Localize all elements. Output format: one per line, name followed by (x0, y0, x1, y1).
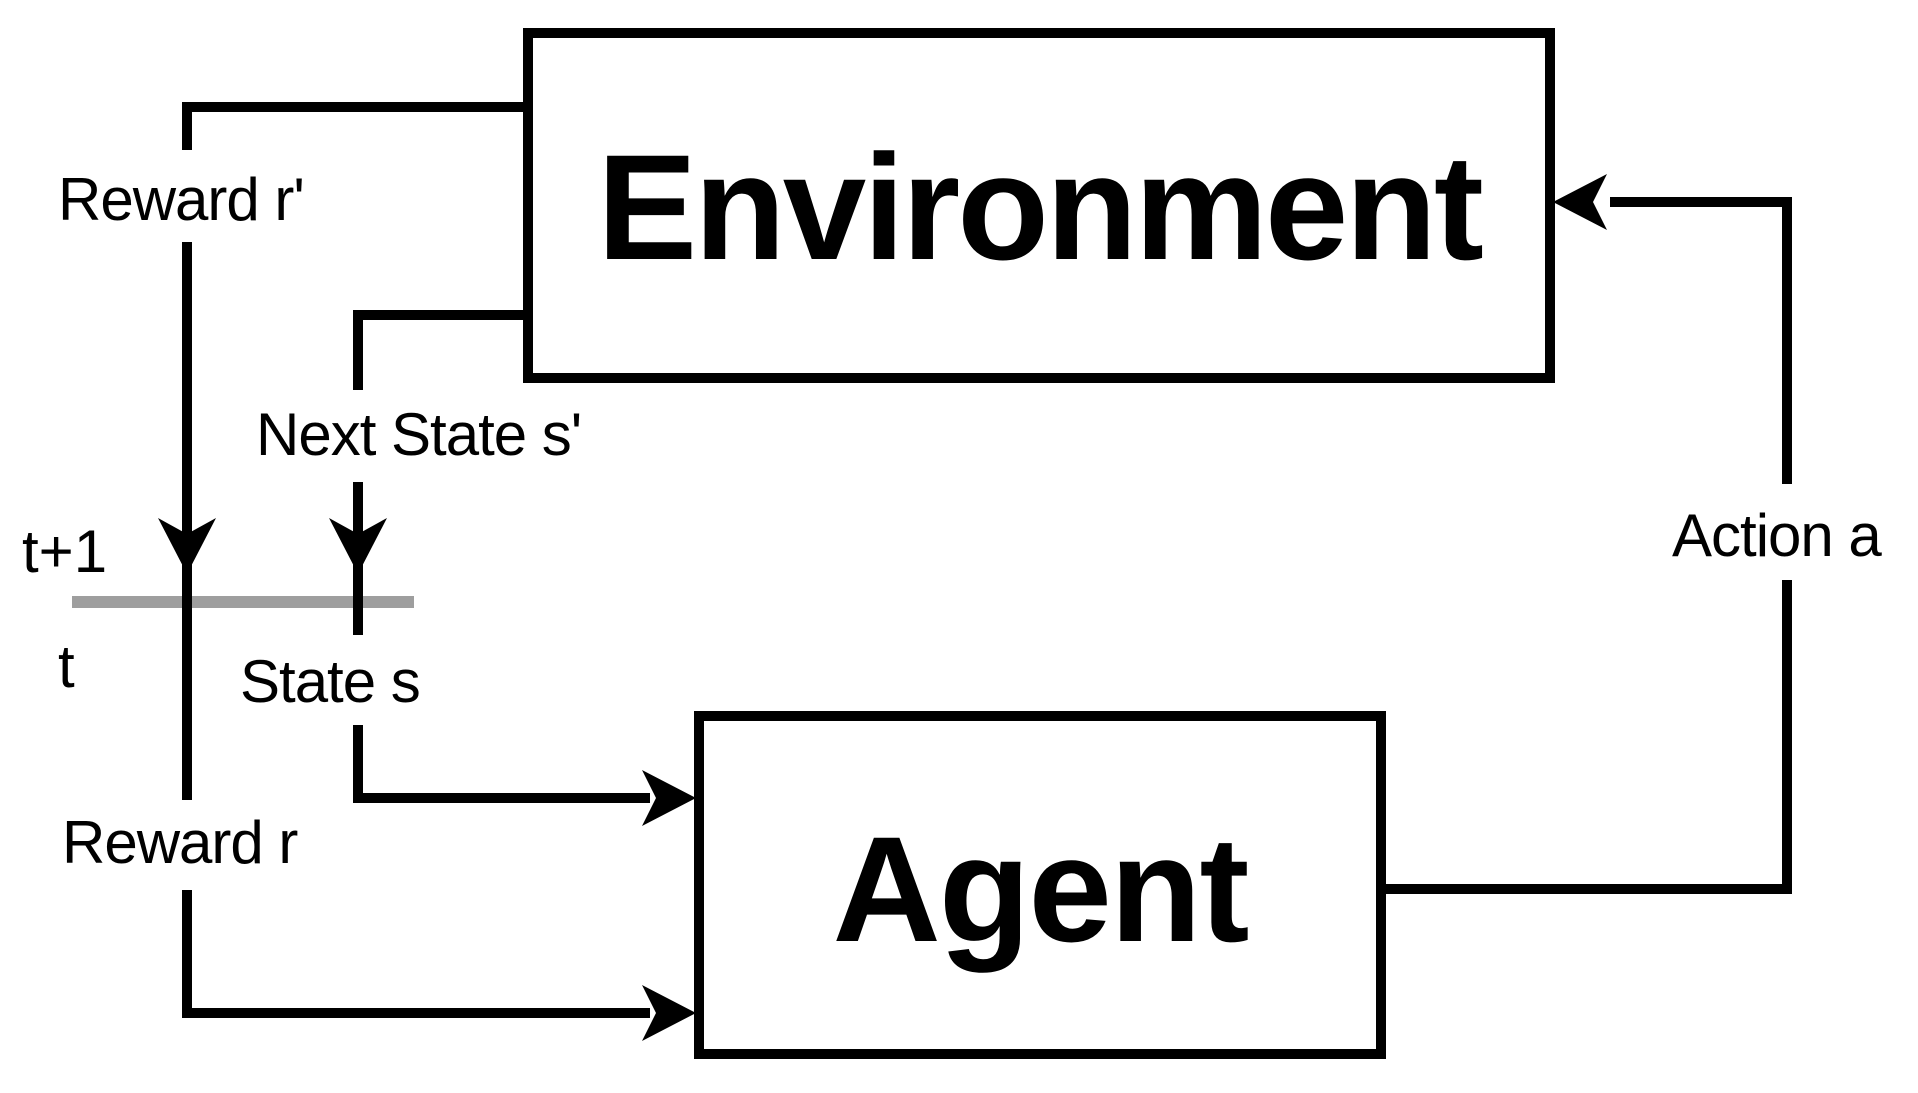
agent-label: Agent (833, 805, 1249, 973)
action-edge-upper-segment (1610, 197, 1792, 484)
time-current-step-label: t (58, 633, 75, 700)
time-next-step-label: t+1 (22, 518, 107, 585)
agent-box (694, 711, 1386, 1059)
reward-label: Reward r (62, 809, 297, 876)
state-label: State s (240, 648, 420, 715)
state-into-agent-arrowhead-icon (642, 770, 696, 826)
reward-down-arrowhead-icon (158, 518, 216, 574)
reward-edge-upper-segment (182, 102, 530, 150)
action-edge-lower-segment (1378, 580, 1792, 894)
reward-into-agent-arrowhead-icon (642, 985, 696, 1041)
next-state-down-arrowhead-icon (329, 518, 387, 574)
environment-box (523, 28, 1555, 383)
action-into-environment-arrowhead-icon (1553, 174, 1607, 230)
next-state-label: Next State s' (256, 401, 581, 468)
environment-label: Environment (597, 123, 1483, 291)
reward-edge-lower-segment (182, 890, 650, 1018)
reward-next-label: Reward r' (58, 166, 304, 233)
action-label: Action a (1672, 502, 1882, 569)
next-state-edge-upper-segment (353, 310, 530, 390)
state-edge-segment (353, 725, 650, 803)
